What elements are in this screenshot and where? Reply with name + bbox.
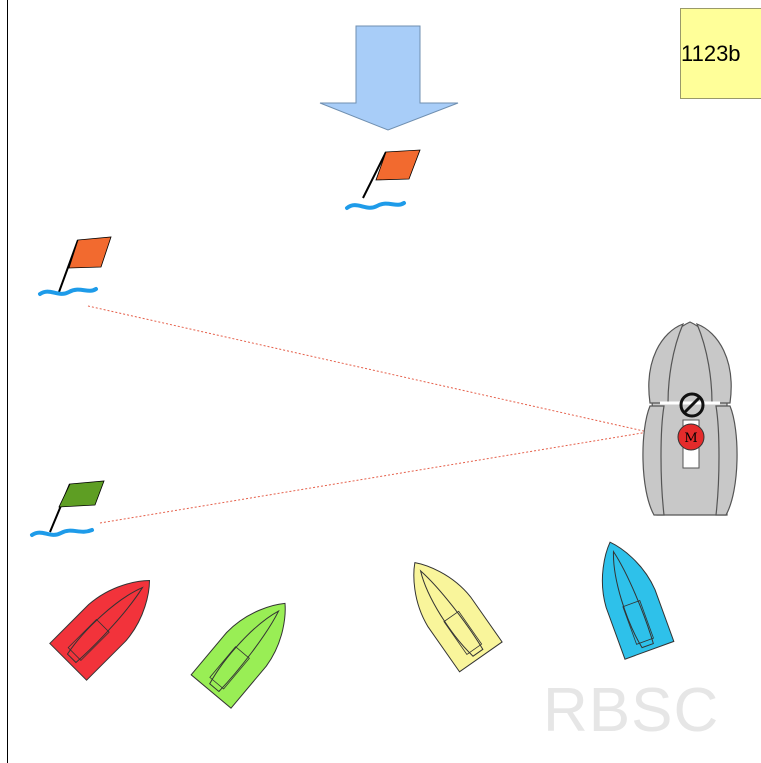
no-entry-circle-icon — [679, 392, 705, 418]
left-border-line — [7, 0, 8, 763]
left-mark — [38, 236, 112, 296]
yellow-boat — [413, 562, 503, 673]
committee-boat — [642, 321, 738, 516]
wind-arrow-icon — [319, 25, 459, 131]
blue-boat — [601, 541, 675, 660]
green-boat — [190, 602, 286, 709]
start-line — [87, 305, 649, 524]
rbsc-watermark: RBSC — [543, 676, 720, 745]
m-badge-label: M — [684, 431, 697, 446]
windward-mark — [345, 149, 421, 210]
diagram-id-label: 1123b — [680, 8, 761, 99]
pin-end-mark — [30, 480, 105, 537]
m-flag-badge: M — [677, 423, 705, 451]
red-boat — [49, 580, 150, 681]
